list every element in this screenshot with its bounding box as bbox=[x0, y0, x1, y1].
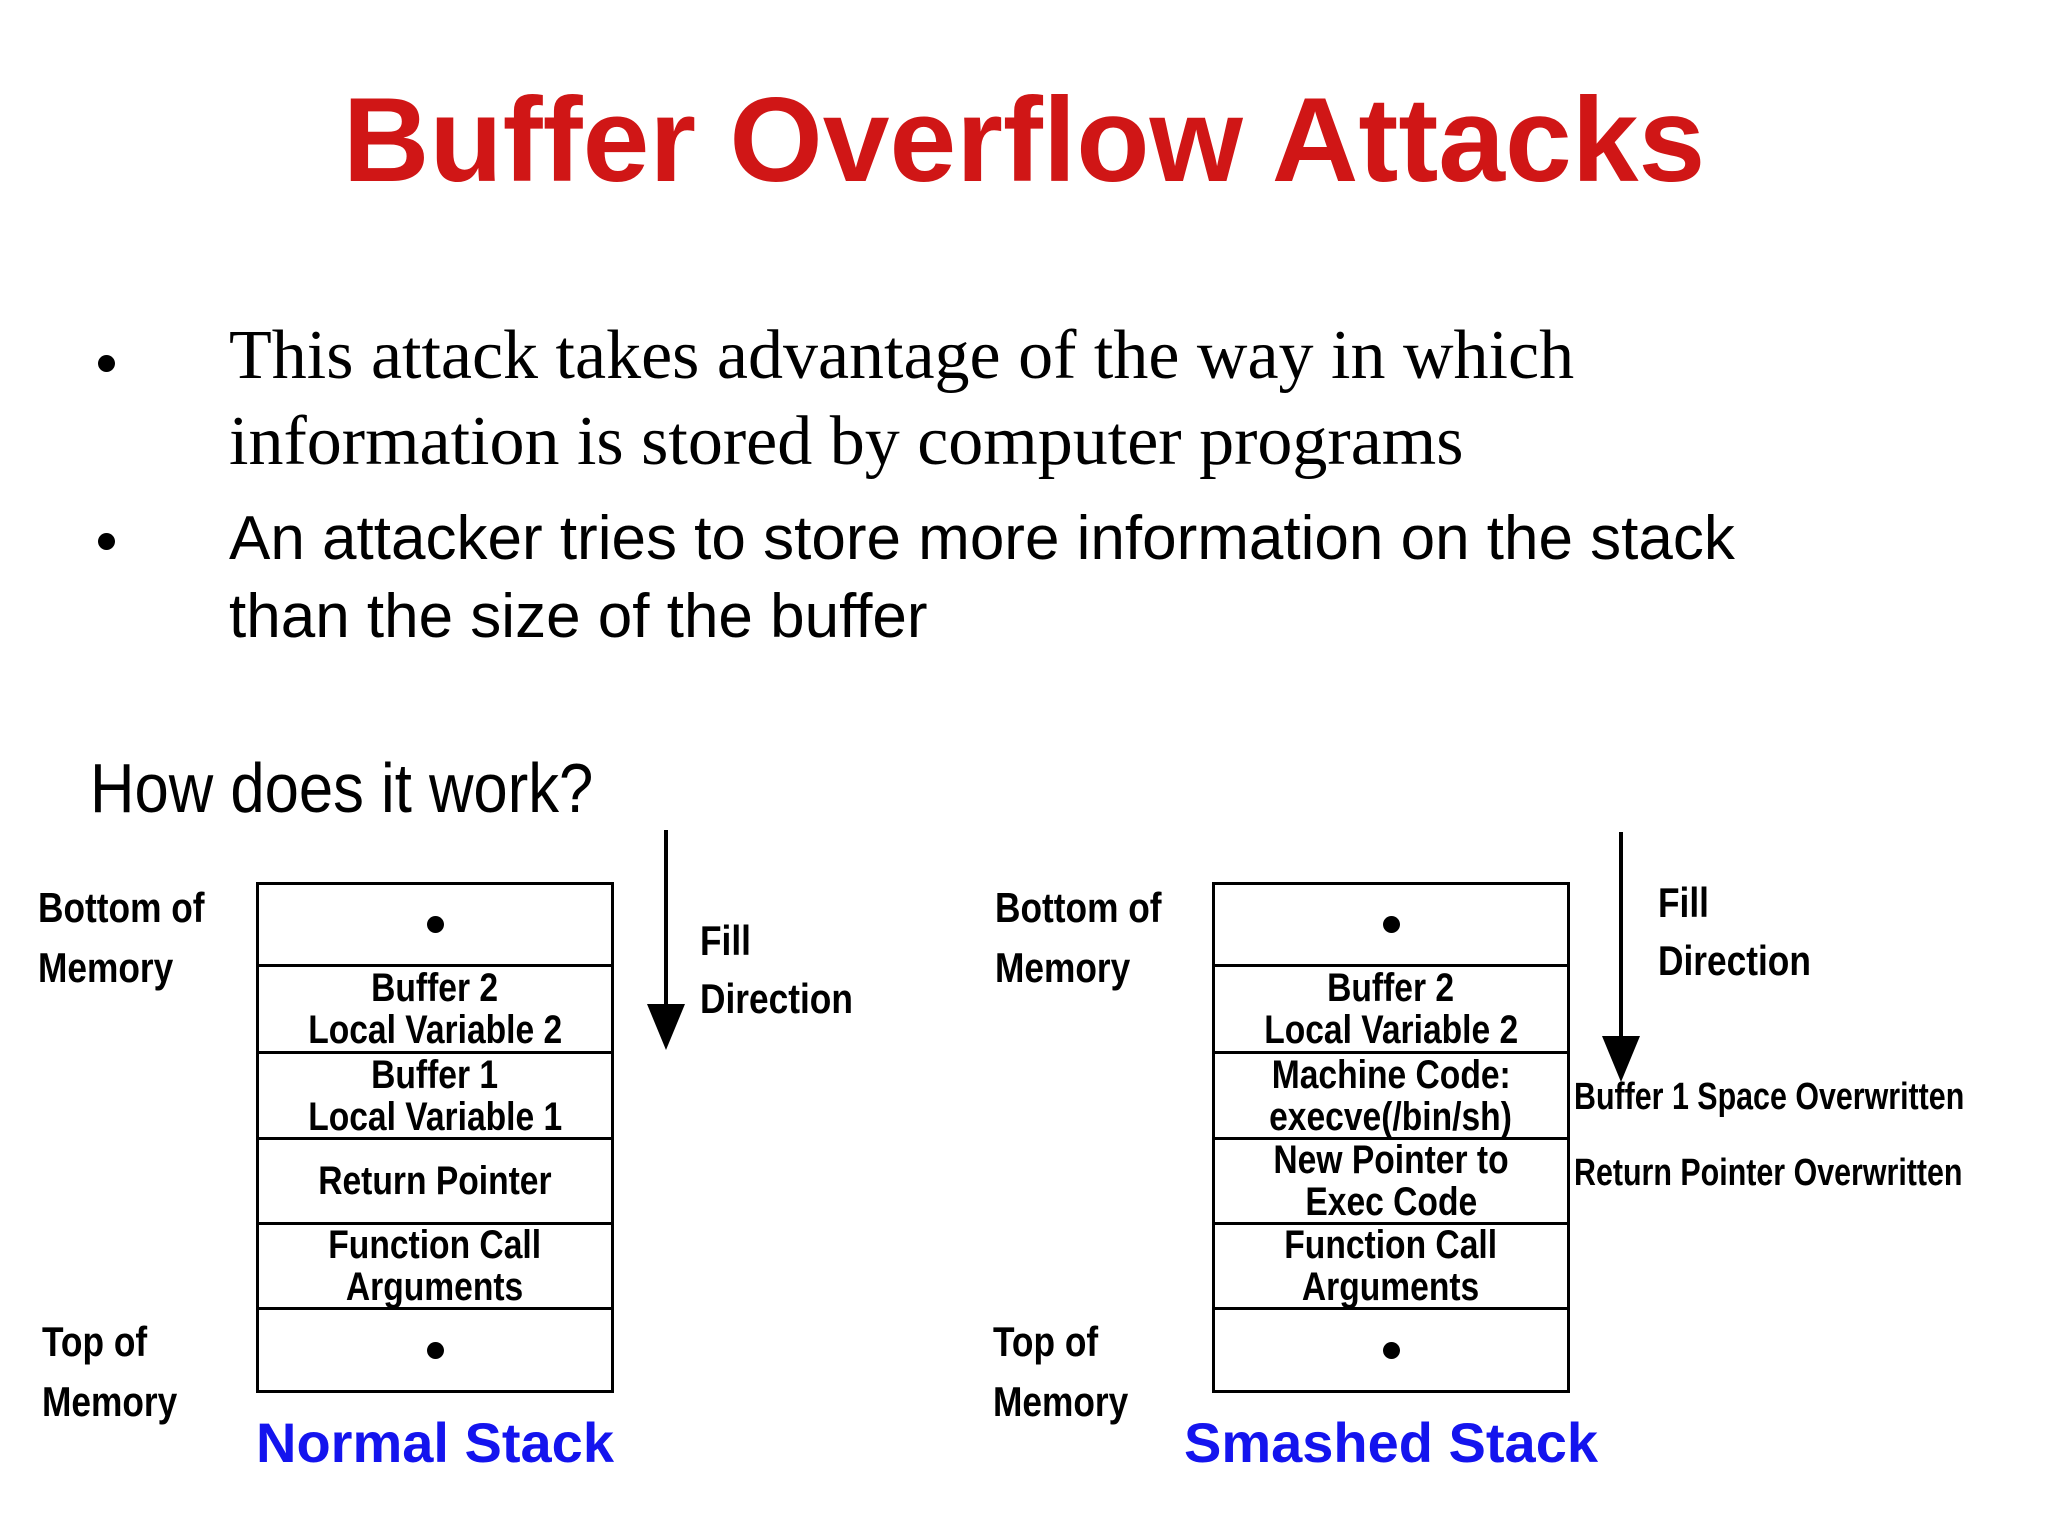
stack-row-label: Buffer 1 bbox=[371, 1052, 499, 1097]
bullet-1-line-1: This attack takes advantage of the way i… bbox=[229, 317, 1575, 394]
bottom-of-memory-line-2: Memory bbox=[38, 944, 174, 991]
bottom-of-memory-line-1: Bottom of bbox=[38, 884, 205, 931]
stack-row: Buffer 1 Local Variable 1 bbox=[259, 1051, 611, 1139]
bottom-of-memory-line-1: Bottom of bbox=[995, 884, 1162, 931]
bullet-2-line-2: than the size of the buffer bbox=[229, 582, 928, 651]
top-of-memory-line-2: Memory bbox=[993, 1378, 1129, 1425]
continuation-dot-icon bbox=[426, 1341, 444, 1359]
fill-direction-arrow bbox=[1619, 832, 1623, 1038]
bullet-2-text: An attacker tries to store more informat… bbox=[229, 500, 1735, 656]
stack-row: Buffer 2 Local Variable 2 bbox=[259, 964, 611, 1051]
stack-row: Return Pointer bbox=[259, 1137, 611, 1222]
bullet-1-line-2: information is stored by computer progra… bbox=[229, 403, 1464, 480]
bottom-of-memory-label: Bottom of Memory bbox=[38, 878, 205, 998]
top-of-memory-line-1: Top of bbox=[993, 1318, 1099, 1365]
smashed-stack-caption: Smashed Stack bbox=[1184, 1411, 1598, 1474]
slide-title: Buffer Overflow Attacks bbox=[342, 73, 1706, 207]
stack-row-label: Function Call bbox=[1284, 1223, 1498, 1267]
fill-direction-line-1: Fill bbox=[1658, 879, 1709, 926]
stack-row: Machine Code: execve(/bin/sh) bbox=[1215, 1051, 1567, 1139]
continuation-dot-icon bbox=[426, 916, 444, 933]
stack-row-label: execve(/bin/sh) bbox=[1269, 1094, 1513, 1139]
stack-row-label: Function Call bbox=[328, 1223, 542, 1267]
stack-row-label: Exec Code bbox=[1305, 1180, 1477, 1224]
stack-diagram-normal: Buffer 2 Local Variable 2 Buffer 1 Local… bbox=[256, 882, 614, 1393]
stack-row-label: Buffer 2 bbox=[371, 966, 499, 1010]
fill-direction-line-2: Direction bbox=[700, 975, 853, 1022]
section-heading: How does it work? bbox=[90, 749, 594, 827]
arrow-head-icon bbox=[647, 1004, 685, 1050]
top-of-memory-label: Top of Memory bbox=[42, 1312, 177, 1432]
stack-row-label: Local Variable 1 bbox=[307, 1094, 562, 1139]
return-pointer-overwritten-annotation: Return Pointer Overwritten bbox=[1574, 1152, 1963, 1194]
bottom-of-memory-line-2: Memory bbox=[995, 944, 1131, 991]
stack-row: New Pointer to Exec Code bbox=[1215, 1137, 1567, 1224]
fill-direction-line-2: Direction bbox=[1658, 937, 1811, 984]
continuation-dot-icon bbox=[1382, 1341, 1400, 1359]
stack-row bbox=[1215, 1307, 1567, 1390]
bullet-2-line-1: An attacker tries to store more informat… bbox=[229, 504, 1735, 573]
stack-row-label: Local Variable 2 bbox=[1263, 1008, 1518, 1052]
stack-row-label: Local Variable 2 bbox=[307, 1008, 562, 1052]
fill-direction-label: Fill Direction bbox=[1658, 874, 1811, 990]
stack-diagram-smashed: Buffer 2 Local Variable 2 Machine Code: … bbox=[1212, 882, 1570, 1393]
stack-row: Function Call Arguments bbox=[259, 1222, 611, 1309]
stack-row bbox=[259, 1307, 611, 1390]
bullet-icon bbox=[98, 355, 115, 372]
top-of-memory-line-2: Memory bbox=[42, 1378, 178, 1425]
fill-direction-arrow bbox=[664, 830, 668, 1006]
bullet-icon bbox=[98, 533, 115, 550]
arrow-head-icon bbox=[1602, 1036, 1640, 1082]
stack-row-label: Machine Code: bbox=[1271, 1052, 1511, 1097]
stack-row bbox=[259, 885, 611, 964]
stack-row-label: Arguments bbox=[1302, 1265, 1480, 1309]
buffer-overwritten-annotation: Buffer 1 Space Overwritten bbox=[1574, 1076, 1965, 1118]
stack-row: Function Call Arguments bbox=[1215, 1222, 1567, 1309]
top-of-memory-line-1: Top of bbox=[42, 1318, 148, 1365]
continuation-dot-icon bbox=[1382, 916, 1400, 933]
top-of-memory-label: Top of Memory bbox=[993, 1312, 1128, 1432]
bullet-1-text: This attack takes advantage of the way i… bbox=[229, 313, 1574, 485]
bottom-of-memory-label: Bottom of Memory bbox=[995, 878, 1162, 998]
stack-row-label: New Pointer to bbox=[1273, 1138, 1509, 1182]
stack-row: Buffer 2 Local Variable 2 bbox=[1215, 964, 1567, 1051]
stack-row-label: Arguments bbox=[346, 1265, 524, 1309]
stack-row-label: Buffer 2 bbox=[1327, 966, 1455, 1010]
stack-row bbox=[1215, 885, 1567, 964]
fill-direction-label: Fill Direction bbox=[700, 912, 853, 1028]
normal-stack-caption: Normal Stack bbox=[256, 1411, 614, 1474]
fill-direction-line-1: Fill bbox=[700, 917, 751, 964]
stack-row-label: Return Pointer bbox=[318, 1159, 552, 1203]
